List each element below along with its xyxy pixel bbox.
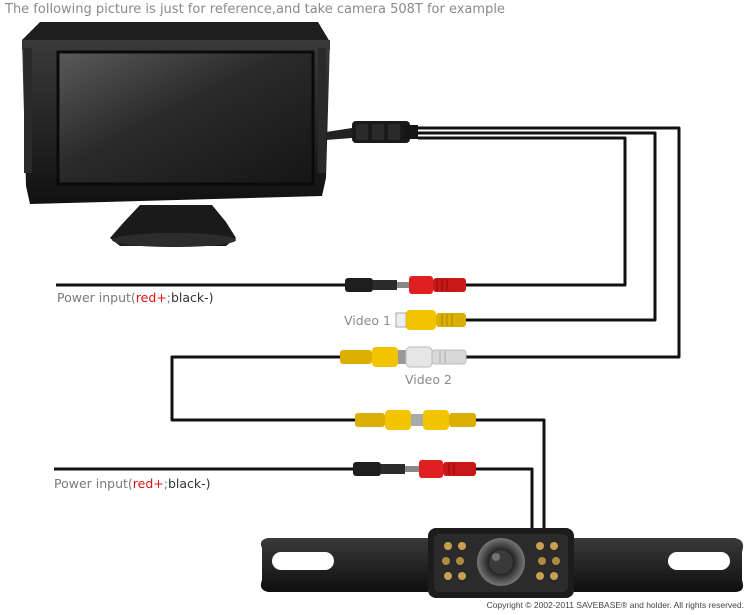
wire-camera-power	[476, 467, 534, 532]
wire-video1-monitor	[418, 131, 657, 322]
power-input-label-1-prefix: Power input(	[57, 290, 136, 305]
power-input-label-1-sep: ;	[166, 290, 171, 305]
monitor-cable-connector	[326, 121, 418, 143]
monitor	[22, 22, 330, 247]
power-input-label-1-red: red+	[135, 290, 167, 305]
camera-video-plug	[355, 410, 476, 430]
power-input-label-2-prefix: Power input(	[54, 476, 133, 491]
power-input-label-1: Power input(red+;black-)	[57, 290, 214, 305]
power-input-label-2: Power input(red+;black-)	[54, 476, 211, 491]
power-input-label-2-sep: ;	[163, 476, 168, 491]
video2-plug	[340, 346, 467, 368]
wire-video2-loop	[170, 355, 355, 422]
power-plug-2	[353, 460, 476, 478]
copyright-notice: Copyright © 2002-2011 SAVEBASE® and hold…	[486, 600, 744, 610]
monitor-screen	[56, 50, 315, 186]
wire-video2-monitor	[418, 126, 681, 359]
video1-label: Video 1	[344, 313, 391, 328]
license-plate-camera	[260, 528, 744, 598]
power-input-label-2-red: red+	[132, 476, 164, 491]
wires	[54, 126, 681, 532]
diagram-title: The following picture is just for refere…	[5, 2, 505, 17]
wire-power-monitor	[418, 136, 627, 287]
video2-label: Video 2	[405, 372, 452, 387]
power-input-label-2-black: black-)	[167, 476, 211, 491]
video1-plug	[395, 310, 466, 330]
power-input-label-1-black: black-)	[170, 290, 214, 305]
wire-camera-video	[476, 418, 546, 532]
power-plug-1	[345, 276, 466, 294]
